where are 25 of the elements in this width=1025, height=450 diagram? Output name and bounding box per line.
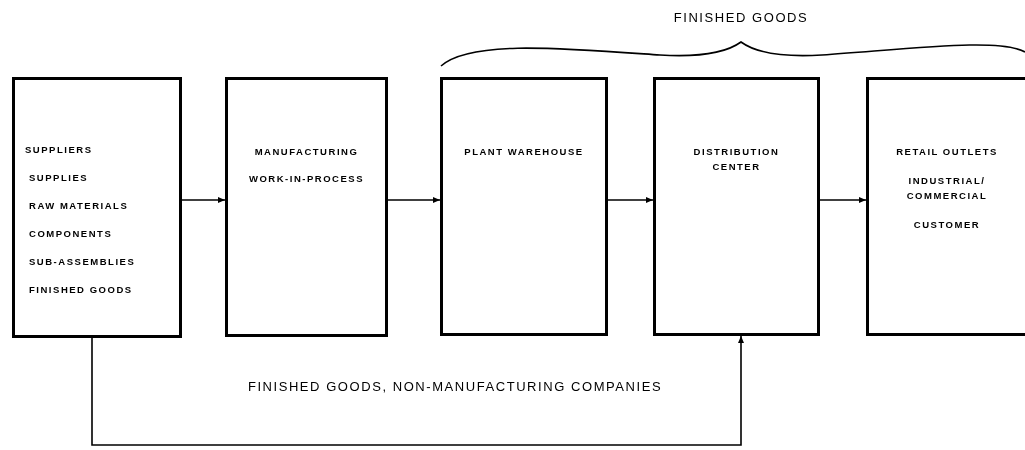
box-text: SUB-ASSEMBLIES (28, 255, 136, 269)
arrow (819, 197, 867, 203)
box-text: WORK-IN-PROCESS (248, 172, 365, 186)
arrow (181, 197, 226, 203)
box-text: SUPPLIES (28, 171, 89, 185)
box-text: MANUFACTURING (254, 145, 359, 159)
box-text: RAW MATERIALS (28, 199, 129, 213)
process-box (440, 77, 608, 336)
process-box (866, 77, 1025, 336)
box-text: SUPPLIERS (25, 143, 93, 157)
box-text: FINISHED GOODS (28, 283, 133, 297)
box-text: COMPONENTS (28, 227, 113, 241)
brace-label: FINISHED GOODS (673, 9, 809, 27)
box-text: DISTRIBUTION CENTER (692, 145, 781, 174)
box-text: INDUSTRIAL/ COMMERCIAL (905, 174, 989, 203)
arrow (607, 197, 654, 203)
box-text: RETAIL OUTLETS (896, 145, 998, 159)
edge-label: FINISHED GOODS, NON-MANUFACTURING COMPANIES (247, 378, 663, 397)
box-text: CUSTOMER (913, 218, 981, 232)
arrow (387, 197, 441, 203)
process-box (12, 77, 182, 338)
process-box (653, 77, 820, 336)
process-box (225, 77, 388, 337)
arrow (91, 335, 744, 446)
box-text: PLANT WAREHOUSE (464, 145, 584, 159)
